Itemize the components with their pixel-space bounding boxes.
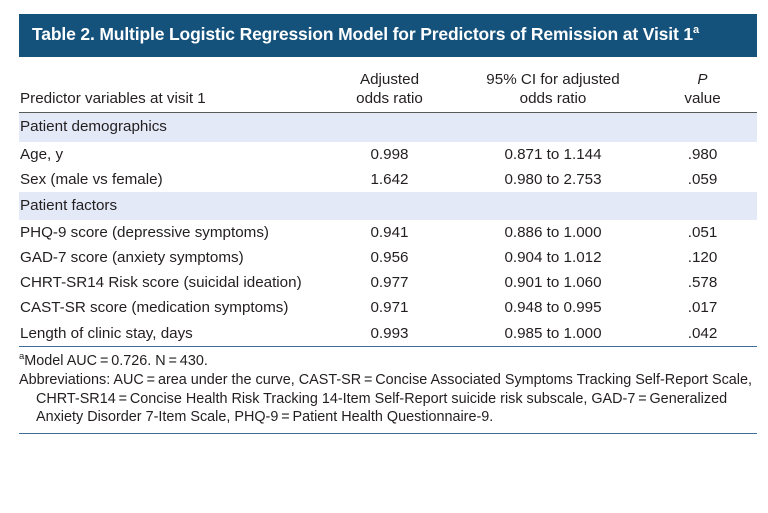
cell-adjusted-odds-ratio: 0.941 [370, 223, 409, 241]
cell-predictor: Sex (male vs female) [20, 170, 163, 188]
column-header-p-value: P value [648, 70, 757, 114]
footnote-a: aModel AUC = 0.726. N = 430. [19, 352, 757, 371]
column-header-ci-line1: 95% CI for adjusted [486, 71, 620, 89]
table-body: Patient demographics Age, y 0.998 0.871 … [19, 112, 757, 347]
footnote-abbreviations: Abbreviations: AUC = area under the curv… [19, 372, 752, 426]
table-footnotes: aModel AUC = 0.726. N = 430. Abbreviatio… [19, 352, 757, 427]
column-header-adjusted-odds-ratio: Adjusted odds ratio [321, 70, 458, 114]
cell-p-value: .120 [687, 249, 718, 267]
cell-p-value: .042 [648, 320, 757, 347]
table-row: CHRT-SR14 Risk score (suicidal ideation)… [19, 270, 757, 295]
cell-confidence-interval: 0.904 to 1.012 [504, 249, 602, 267]
column-header-row: Predictor variables at visit 1 Adjusted … [19, 70, 757, 114]
regression-results-table: Predictor variables at visit 1 Adjusted … [19, 70, 757, 347]
table-title-text: Table 2. Multiple Logistic Regression Mo… [32, 24, 693, 44]
column-header-aor-line1: Adjusted [359, 71, 420, 89]
column-header-p-line2: value [684, 90, 721, 108]
table-row: CAST-SR score (medication symptoms) 0.97… [19, 295, 757, 320]
cell-predictor: CAST-SR score (medication symptoms) [20, 299, 289, 317]
footnote-a-marker: a [19, 350, 25, 362]
column-header-confidence-interval: 95% CI for adjusted odds ratio [458, 70, 648, 114]
column-header-p-line1: P [697, 71, 708, 89]
table-title-footnote-marker: a [692, 24, 699, 37]
cell-confidence-interval: 0.980 to 2.753 [504, 170, 602, 188]
cell-confidence-interval: 0.985 to 1.000 [458, 320, 648, 347]
cell-adjusted-odds-ratio: 0.998 [370, 145, 409, 163]
cell-confidence-interval: 0.886 to 1.000 [504, 223, 602, 241]
column-header-predictor: Predictor variables at visit 1 [19, 70, 321, 114]
table-container: Table 2. Multiple Logistic Regression Mo… [19, 14, 757, 434]
column-header-aor-line2: odds ratio [356, 90, 423, 108]
cell-adjusted-odds-ratio: 1.642 [370, 170, 409, 188]
footnote-a-text: Model AUC = 0.726. N = 430. [24, 352, 208, 369]
table-bottom-rule [19, 432, 757, 434]
cell-adjusted-odds-ratio: 0.993 [321, 320, 458, 347]
cell-p-value: .578 [687, 274, 718, 292]
cell-confidence-interval: 0.948 to 0.995 [504, 299, 602, 317]
cell-p-value: .017 [687, 299, 718, 317]
cell-predictor: Age, y [20, 145, 64, 163]
section-label-patient-demographics: Patient demographics [19, 112, 757, 142]
cell-confidence-interval: 0.871 to 1.144 [504, 145, 602, 163]
cell-p-value: .051 [687, 223, 718, 241]
cell-adjusted-odds-ratio: 0.977 [370, 274, 409, 292]
table-row: Age, y 0.998 0.871 to 1.144 .980 [19, 142, 757, 167]
cell-predictor: CHRT-SR14 Risk score (suicidal ideation) [20, 274, 302, 292]
table-row: PHQ-9 score (depressive symptoms) 0.941 … [19, 220, 757, 245]
section-label-patient-factors: Patient factors [19, 191, 757, 220]
table-row: Length of clinic stay, days 0.993 0.985 … [19, 320, 757, 347]
cell-predictor: GAD-7 score (anxiety symptoms) [20, 249, 244, 267]
cell-adjusted-odds-ratio: 0.956 [370, 249, 409, 267]
column-header-ci-line2: odds ratio [519, 90, 587, 108]
cell-predictor: PHQ-9 score (depressive symptoms) [20, 223, 269, 241]
table-title: Table 2. Multiple Logistic Regression Mo… [19, 14, 757, 58]
cell-confidence-interval: 0.901 to 1.060 [504, 274, 602, 292]
cell-adjusted-odds-ratio: 0.971 [370, 299, 409, 317]
section-header-row: Patient factors [19, 191, 757, 220]
section-header-row: Patient demographics [19, 112, 757, 142]
cell-p-value: .059 [687, 170, 718, 188]
cell-predictor: Length of clinic stay, days [19, 320, 321, 347]
table-head: Predictor variables at visit 1 Adjusted … [19, 70, 757, 114]
cell-p-value: .980 [687, 145, 718, 163]
table-row: GAD-7 score (anxiety symptoms) 0.956 0.9… [19, 245, 757, 270]
table-row: Sex (male vs female) 1.642 0.980 to 2.75… [19, 167, 757, 192]
column-header-predictor-label: Predictor variables at visit 1 [20, 90, 206, 108]
